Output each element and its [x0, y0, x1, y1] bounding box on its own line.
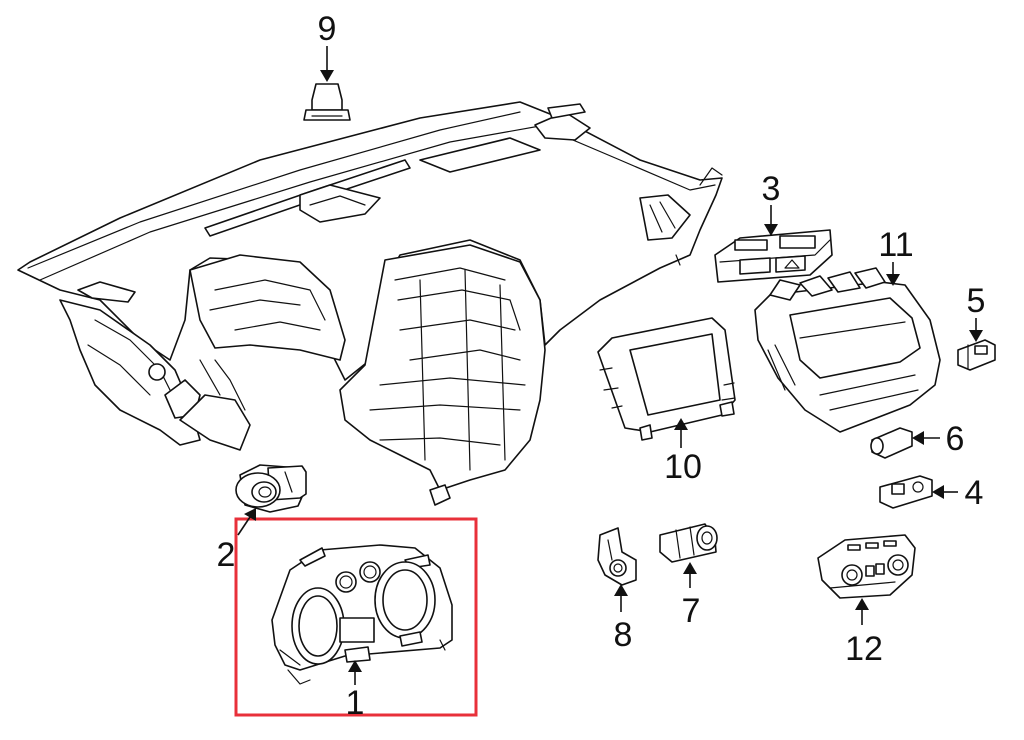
- callout-5: 5: [967, 282, 986, 320]
- callout-1: 1: [346, 684, 365, 722]
- part-2-switch: [235, 464, 307, 513]
- callout-labels: 9 3 11 5 10 6 4 2 8 7 12 1: [217, 10, 986, 722]
- part-3-switch-panel: [714, 229, 833, 283]
- part-11-radio-bezel: [754, 267, 941, 433]
- part-6-switch: [870, 427, 913, 459]
- part-1-instrument-cluster: [271, 544, 453, 685]
- callout-12: 12: [845, 630, 883, 668]
- highlight-box-part-1: [234, 517, 478, 717]
- callout-6: 6: [946, 420, 965, 458]
- callout-9: 9: [318, 10, 337, 48]
- instrument-panel: [17, 101, 723, 506]
- callout-11: 11: [878, 226, 913, 264]
- callout-4: 4: [965, 474, 984, 512]
- part-9-clip: [303, 83, 351, 121]
- part-4-switch: [879, 475, 933, 509]
- part-7-knob: [659, 523, 718, 563]
- callout-8: 8: [614, 616, 633, 654]
- callout-10: 10: [664, 448, 702, 486]
- part-8-bracket: [597, 527, 637, 586]
- part-12-climate-panel: [817, 534, 916, 599]
- part-5-switch: [957, 339, 996, 371]
- callout-7: 7: [682, 592, 701, 630]
- part-10-display: [597, 317, 736, 441]
- callout-3: 3: [762, 170, 781, 208]
- callout-2: 2: [217, 536, 236, 574]
- leader-lines: [237, 46, 983, 685]
